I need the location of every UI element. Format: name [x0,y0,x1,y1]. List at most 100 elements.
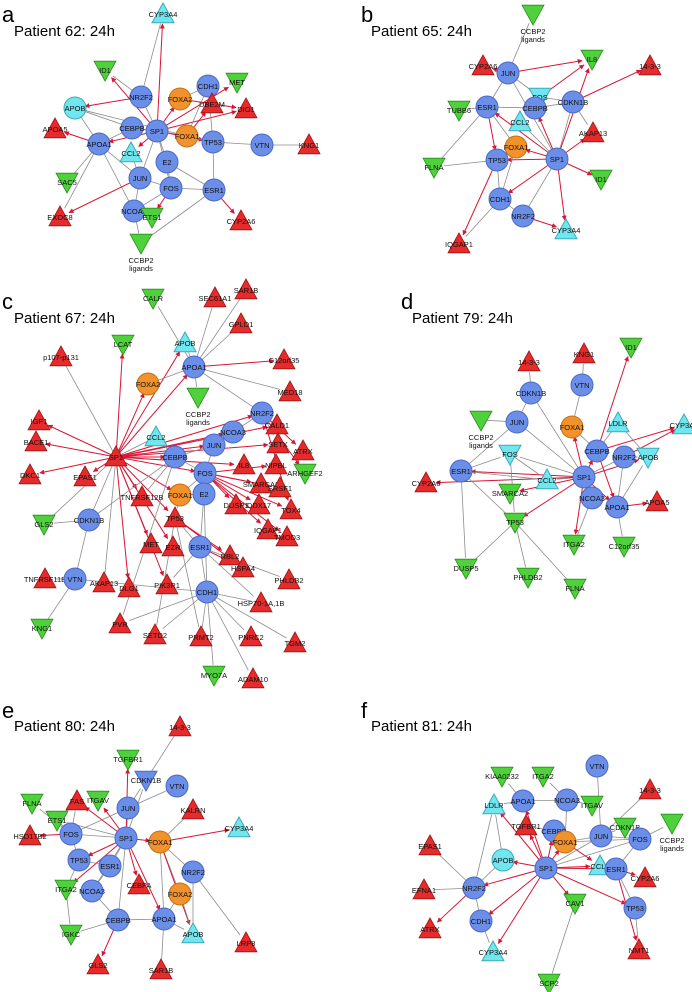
node-triangle-up [249,472,273,494]
node-label: GLS2 [88,961,107,970]
node-label: IGKC [62,930,81,939]
node-triangle-up [247,493,271,515]
node-ube2m: UBE2M [199,92,225,114]
edge [47,424,117,458]
edge [115,444,205,458]
node-circle [152,907,176,931]
node-label: ETS1 [143,213,162,222]
edge [206,591,287,639]
node-cav1: CAV1 [563,893,587,915]
node-esr1: ESR1 [475,95,499,119]
node-tgm2: TGM2 [283,631,307,653]
node-label: APOA1 [510,797,535,806]
node-triangle-down [490,766,514,788]
node-triangle-up [48,205,72,227]
node-triangle-down [454,558,478,580]
node-ncoa3: NCOA3 [220,420,246,444]
node-triangle-up [139,532,163,554]
edge [148,189,215,238]
node-c12orf35: C12orf35 [269,348,299,370]
edge [157,306,195,368]
node-foxa2: FOXA2 [136,372,160,396]
node-ccl2: CCL2 [535,467,559,490]
node-label: E2 [162,158,171,167]
node-pvr: PVR [108,612,132,634]
node-label: CALD1 [265,421,289,430]
node-label: CCL2 [146,433,165,442]
node-jun: JUN [128,166,152,190]
node-epas1: EPAS1 [73,465,97,487]
node-triangle-up [481,939,505,962]
panel-title: Patient 65: 24h [371,23,472,40]
node-circle [120,116,144,140]
node-label: APOA1 [86,140,111,149]
node-cebpb: CEBPB [584,439,610,463]
node-esr1: ESR1 [449,459,473,483]
node-label: GLS2 [34,520,53,529]
node-circle [195,580,219,604]
node-label: CDKN1B [610,823,640,832]
node-triangle-up [24,430,48,452]
node-triangle-down [531,766,555,788]
node-circle [67,848,91,872]
node-triangle-up [291,439,315,461]
node-label: FOXA2 [168,95,193,104]
node-label: TP53 [166,514,184,523]
node-itga2: ITGA2 [531,766,555,788]
node-triangle-up [234,931,258,953]
node-label: MET [229,78,245,87]
node-ccl2: CCL2 [144,424,168,447]
node-label: SAC5 [57,178,77,187]
node-gls2: GLS2 [32,514,56,536]
node-id1: ID1 [589,169,613,191]
node-sp1: SP1 [104,445,128,467]
node-foxa1: FOXA1 [553,830,577,854]
node-triangle-up [92,571,116,593]
node-tnfrsf12b: TNFRSF12B [121,485,164,507]
node-triangle-down [293,463,317,485]
edge [512,81,558,160]
node-nmt1: NMT1 [627,938,651,960]
panel-letter: f [361,698,368,723]
node-label: ITGA2 [563,540,585,549]
node-label: CEBPA [127,881,152,890]
node-circle [628,827,652,851]
node-triangle-up [127,873,151,895]
node-label: JUN [501,69,516,78]
node-triangle-up [117,576,141,598]
node-triangle-up [229,312,253,334]
node-label: IQGAP1 [254,526,282,535]
node-label: TNFRSF12B [121,493,164,502]
node-tp53: TP53 [503,512,527,534]
node-label: EZR [166,543,182,552]
node-1433: 14-3-3 [638,54,662,76]
node-triangle-down [55,172,79,194]
node-label: TMOD3 [274,533,300,542]
node-triangle-up [297,133,321,155]
edge [159,841,191,926]
edge [524,428,585,478]
node-label: CDKN1B [74,516,104,525]
node-label: ITGAV [87,796,109,805]
node-flna: FLNA [20,793,44,815]
node-triangle-down [54,879,78,901]
node-id1: ID1 [619,337,643,359]
node-triangle-up [278,380,302,402]
node-e2: E2 [155,150,179,174]
node-triangle-down [636,447,660,470]
node-label: KNG1 [299,141,319,150]
edge [159,828,230,843]
node-label: RBL2 [221,552,240,561]
node-triangle-down [613,817,637,839]
node-triangle-up [418,917,442,939]
node-dlg1: DLG1 [117,576,141,598]
node-label: ITGA2 [55,885,77,894]
node-circle [604,857,628,881]
node-triangle-up [265,413,289,435]
node-triangle-up [130,485,154,507]
node-vtn: VTN [250,133,274,157]
edge [39,456,117,475]
